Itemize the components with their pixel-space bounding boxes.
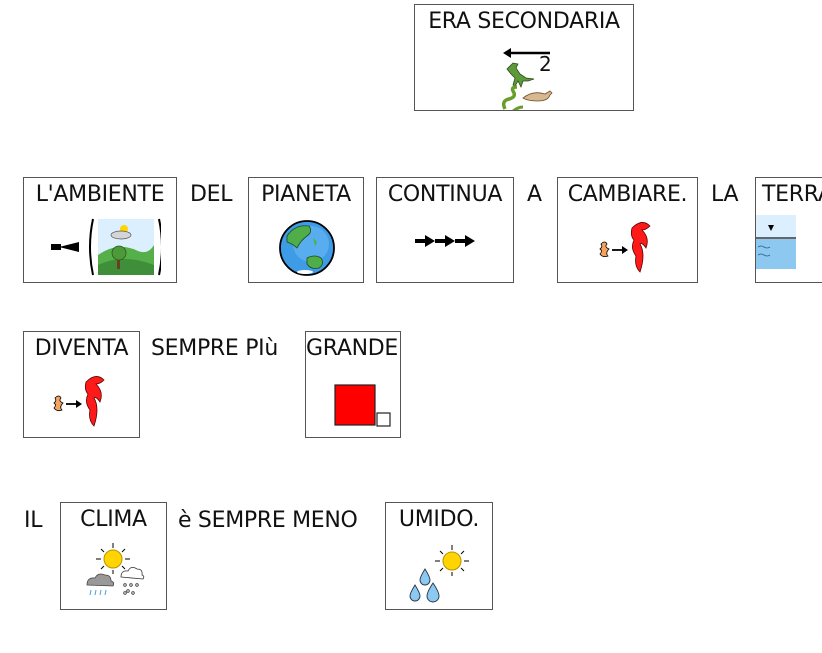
word-il: IL — [24, 508, 43, 533]
triple-arrow-icon — [415, 235, 475, 247]
title-card-era-secondaria: ERA SECONDARIA 2 — [414, 4, 634, 111]
title-card-label: ERA SECONDARIA — [428, 9, 620, 34]
card-ambiente: L'AMBIENTE — [23, 177, 177, 283]
card-label: UMIDO. — [398, 507, 480, 532]
change-transform-icon — [599, 222, 651, 273]
card-label: PIANETA — [261, 182, 351, 207]
change-transform-icon — [53, 376, 105, 427]
card-diventa: DIVENTA — [23, 331, 140, 438]
land-water-icon — [756, 215, 796, 269]
card-label: CAMBIARE. — [567, 182, 688, 207]
weather-icon — [86, 543, 145, 596]
humid-icon — [409, 545, 469, 603]
card-cambiare: CAMBIARE. — [557, 177, 698, 283]
big-square-icon — [334, 384, 391, 427]
card-label: TERRA — [762, 182, 822, 207]
globe-icon — [279, 220, 335, 276]
word-a: A — [527, 182, 542, 207]
card-continua: CONTINUA — [376, 177, 514, 283]
card-umido: UMIDO. — [385, 502, 493, 610]
card-label: CLIMA — [80, 507, 147, 532]
word-la: LA — [711, 182, 739, 207]
card-grande: GRANDE. — [305, 331, 401, 438]
card-terra: TERRA — [755, 177, 822, 283]
card-label: DIVENTA — [34, 336, 129, 361]
card-clima: CLIMA — [60, 502, 167, 610]
card-label: GRANDE. — [306, 336, 401, 361]
card-pianeta: PIANETA — [248, 177, 364, 283]
phrase-sempre-piu: SEMPRE PIù — [151, 336, 278, 361]
era-dinosaur-icon — [501, 48, 553, 110]
word-del: DEL — [190, 182, 233, 207]
environment-landscape-icon — [51, 218, 161, 276]
card-label: CONTINUA — [387, 182, 503, 207]
phrase-e-sempre-meno: è SEMPRE MENO — [178, 508, 358, 533]
era-number: 2 — [539, 52, 552, 76]
card-label: L'AMBIENTE — [35, 182, 165, 207]
